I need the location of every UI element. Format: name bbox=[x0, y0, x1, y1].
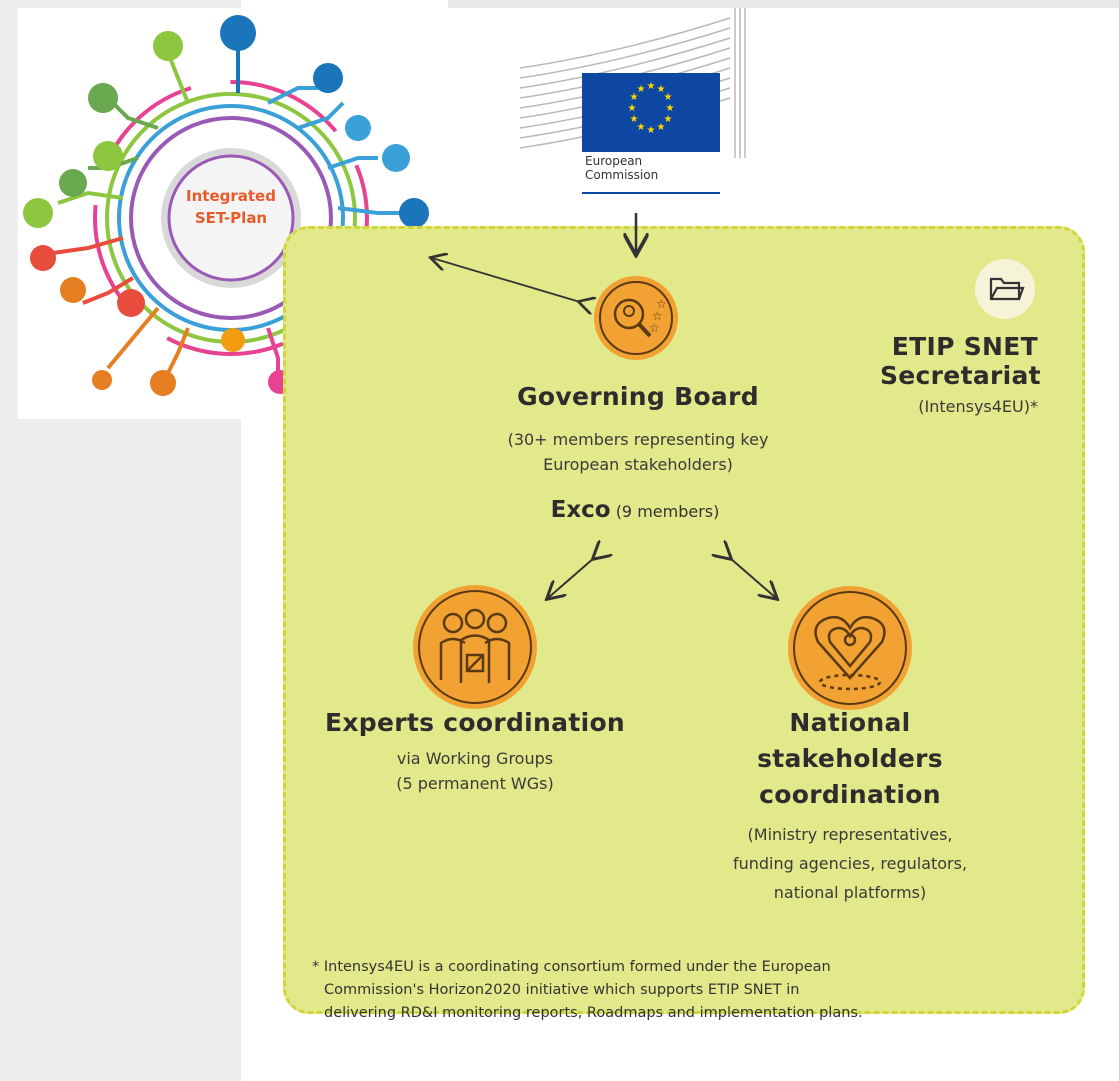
svg-text:★: ★ bbox=[637, 84, 646, 95]
exco-members: (9 members) bbox=[615, 502, 720, 521]
exco-line: Exco (9 members) bbox=[470, 497, 800, 523]
svg-text:★: ★ bbox=[664, 92, 673, 103]
footnote-line1: * Intensys4EU is a coordinating consorti… bbox=[312, 959, 831, 975]
folder-icon bbox=[975, 259, 1035, 319]
commission-name-line1: European bbox=[585, 154, 643, 168]
search-stars-icon: ☆ ☆ ☆ bbox=[594, 276, 678, 360]
governing-board-desc-line1: (30+ members representing key bbox=[507, 430, 769, 449]
svg-text:★: ★ bbox=[637, 122, 646, 133]
svg-text:★: ★ bbox=[657, 122, 666, 133]
footnote-line3: delivering RD&I monitoring reports, Road… bbox=[324, 1005, 863, 1021]
experts-line2: (5 permanent WGs) bbox=[396, 774, 554, 793]
svg-text:☆: ☆ bbox=[656, 297, 667, 311]
secretariat-subtitle: (Intensys4EU)* bbox=[918, 397, 1038, 416]
national-title-line1: National bbox=[789, 708, 911, 737]
svg-text:★: ★ bbox=[647, 125, 656, 136]
etip-snet-panel bbox=[283, 226, 1085, 1014]
set-plan-label-2: SET-Plan bbox=[194, 209, 268, 227]
svg-text:★: ★ bbox=[628, 103, 637, 114]
national-title-line2: stakeholders bbox=[757, 744, 943, 773]
commission-name-line2: Commission bbox=[585, 168, 659, 182]
set-plan-label-1: Integrated bbox=[186, 187, 276, 205]
svg-text:☆: ☆ bbox=[652, 309, 663, 323]
map-heart-icon bbox=[788, 586, 912, 710]
secretariat-title-line1: ETIP SNET bbox=[891, 332, 1038, 361]
national-line2: funding agencies, regulators, bbox=[732, 854, 968, 873]
svg-text:★: ★ bbox=[630, 114, 639, 125]
svg-text:★: ★ bbox=[664, 114, 673, 125]
svg-text:★: ★ bbox=[657, 84, 666, 95]
experts-title: Experts coordination bbox=[324, 708, 626, 737]
footnote-line2: Commission's Horizon2020 initiative whic… bbox=[324, 982, 800, 998]
arrow-to-national bbox=[730, 558, 776, 598]
svg-text:★: ★ bbox=[666, 103, 675, 114]
national-title-line3: coordination bbox=[759, 780, 941, 809]
svg-text:☆: ☆ bbox=[649, 321, 660, 335]
top-background bbox=[448, 0, 1119, 8]
governing-board-title: Governing Board bbox=[517, 382, 759, 411]
experts-line1: via Working Groups bbox=[396, 749, 554, 768]
svg-text:★: ★ bbox=[647, 81, 656, 92]
secretariat-title-line2: Secretariat bbox=[880, 361, 1041, 390]
svg-text:★: ★ bbox=[630, 92, 639, 103]
team-icon bbox=[413, 585, 537, 709]
european-commission-logo: ★★★ ★★★ ★★★ ★★★ bbox=[520, 8, 750, 203]
footnote: * Intensys4EU is a coordinating consorti… bbox=[312, 956, 1072, 1025]
national-line3: national platforms) bbox=[773, 883, 927, 902]
commission-name: European Commission bbox=[585, 154, 658, 182]
bidirectional-arrow-setplan bbox=[432, 258, 580, 302]
national-line1: (Ministry representatives, bbox=[747, 825, 953, 844]
arrow-to-experts bbox=[548, 558, 594, 598]
exco-label: Exco bbox=[550, 497, 611, 523]
governing-board-desc-line2: European stakeholders) bbox=[543, 455, 733, 474]
